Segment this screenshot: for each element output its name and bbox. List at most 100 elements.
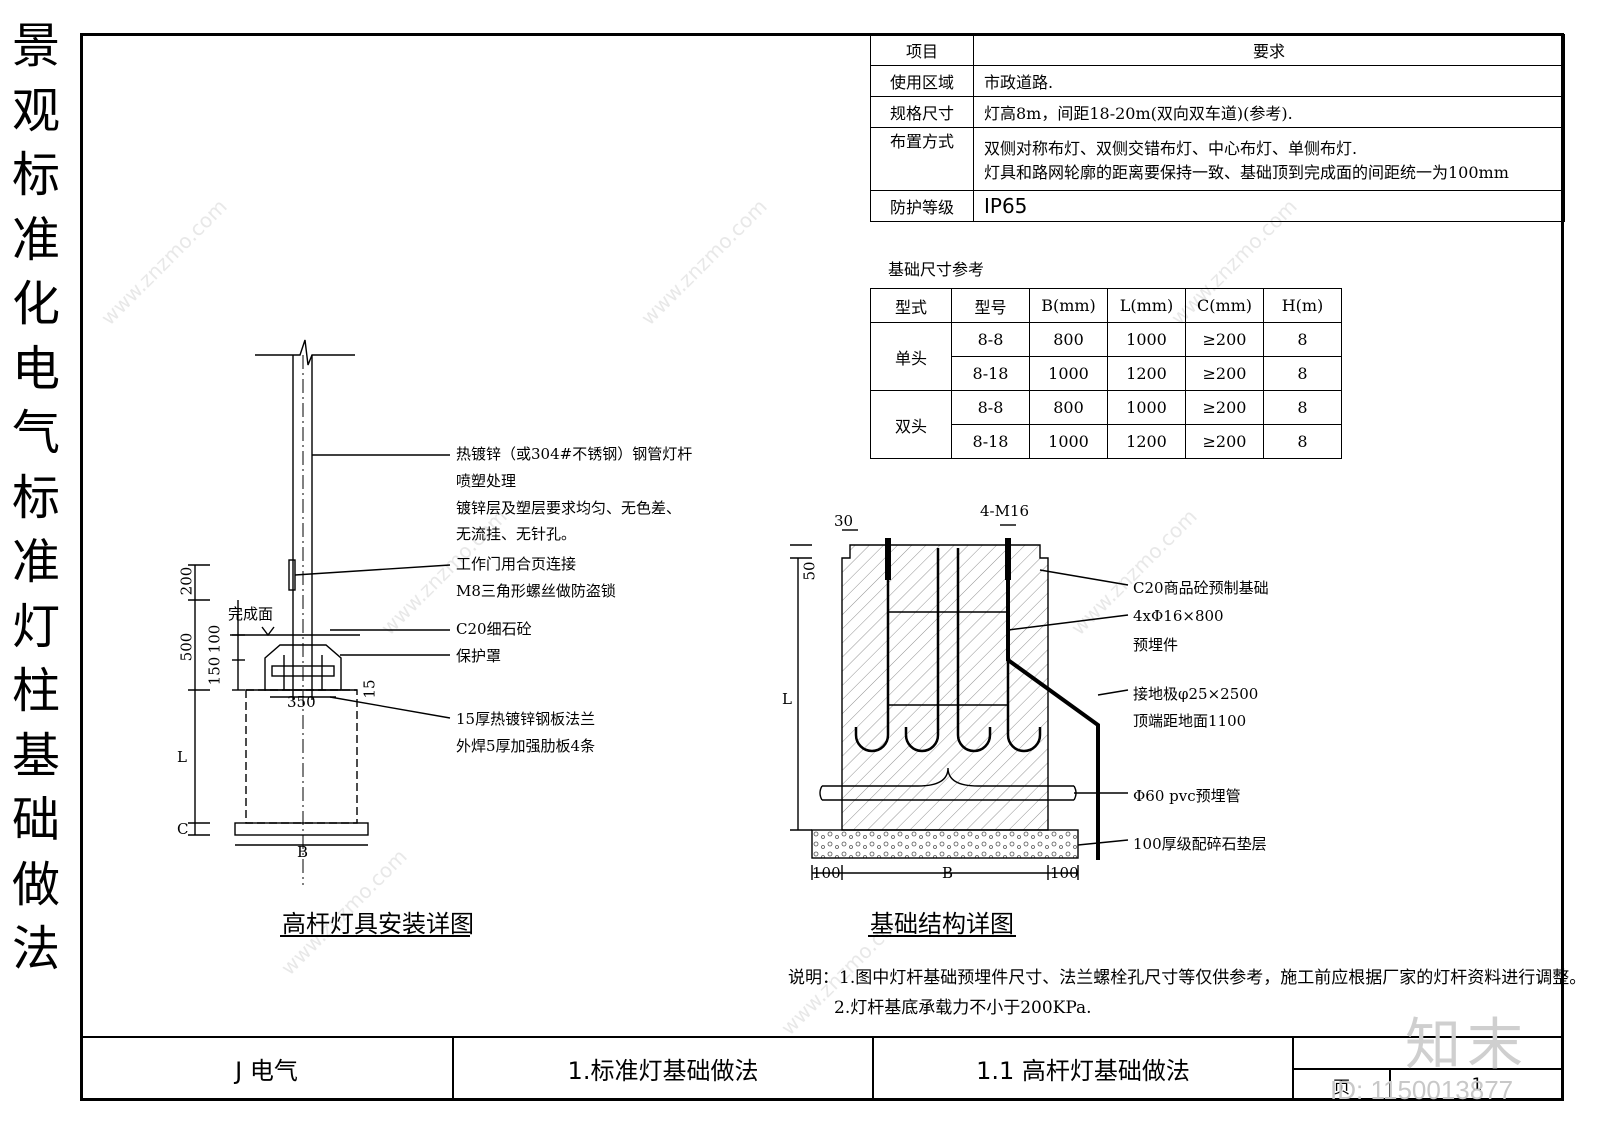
callout-text: 工作门用合页连接 — [456, 555, 577, 573]
table-header-row: 型式 型号 B(mm) L(mm) C(mm) H(m) — [870, 288, 1342, 323]
dim-label: 4-M16 — [980, 502, 1030, 520]
callout-text: Φ60 pvc预埋管 — [1133, 787, 1241, 805]
side-title-char: 景 — [11, 18, 60, 74]
dim-label: L — [177, 748, 187, 766]
dim-label: 100 — [1050, 864, 1079, 882]
side-title-char: 准 — [11, 211, 60, 268]
dim-label: 30 — [834, 512, 854, 530]
foundation-size-table: 型式 型号 B(mm) L(mm) C(mm) H(m) 单头 8-8 800 … — [870, 288, 1342, 459]
side-title-char: 基 — [11, 727, 60, 784]
table-cell: 800 — [1029, 322, 1108, 357]
left-drawing-caption: 高杆灯具安装详图 — [282, 910, 474, 938]
table-cell: 8 — [1263, 356, 1342, 391]
type-cell: 双头 — [870, 390, 952, 459]
callout-text: 100厚级配碎石垫层 — [1133, 835, 1267, 853]
header-cell: L(mm) — [1107, 288, 1186, 323]
side-title-char: 化 — [11, 276, 60, 332]
callout-text: 预埋件 — [1133, 636, 1179, 654]
dim-label: L — [782, 690, 792, 708]
row-value: 灯高8m，间距18-20m(双向双车道)(参考). — [973, 96, 1565, 128]
caption-underline — [868, 935, 1016, 937]
side-title-char: 标 — [11, 469, 60, 526]
row-key: 使用区域 — [870, 65, 974, 97]
table-cell: ≥200 — [1185, 356, 1264, 391]
table-cell: 8-8 — [951, 322, 1030, 357]
table-cell: 1200 — [1107, 356, 1186, 391]
dim-label: B — [297, 843, 309, 861]
dim-label: 350 — [287, 693, 316, 711]
row-value: 市政道路. — [973, 65, 1565, 97]
page-label: 页 — [1333, 1077, 1350, 1098]
side-title-char: 电 — [11, 340, 60, 397]
dim-label: 100 — [812, 864, 841, 882]
table-cell: ≥200 — [1185, 390, 1264, 425]
side-title: 景 观 标 准 化 电 气 标 准 灯 柱 基 础 做 法 — [8, 14, 64, 982]
table-cell: 8 — [1263, 390, 1342, 425]
table-row: 布置方式 双侧对称布灯、双侧交错布灯、中心布灯、单侧布灯. 灯具和路网轮廓的距离… — [870, 127, 1565, 191]
table-header-row: 项目 要求 — [870, 34, 1565, 66]
table-cell: 1000 — [1029, 424, 1108, 459]
table-cell: 1000 — [1107, 322, 1186, 357]
dim-label: B — [942, 864, 954, 882]
table-row: 使用区域 市政道路. — [870, 65, 1565, 97]
table-cell: 8-18 — [951, 424, 1030, 459]
table-row: 防护等级 IP65 — [870, 190, 1565, 222]
header-cell: 型号 — [951, 288, 1030, 323]
table-cell: 8 — [1263, 424, 1342, 459]
side-title-char: 灯 — [11, 598, 60, 655]
callout-text: 喷塑处理 — [456, 472, 517, 490]
table-cell: ≥200 — [1185, 424, 1264, 459]
callout-text: 接地极φ25×2500 — [1133, 685, 1259, 703]
callout-text: M8三角形螺丝做防盗锁 — [456, 582, 616, 600]
note-line-1: 说明：1.图中灯杆基础预埋件尺寸、法兰螺栓孔尺寸等仅供参考，施工前应根据厂家的灯… — [788, 968, 1587, 988]
dim-label: C — [177, 820, 189, 838]
dim-label: 50 — [800, 561, 819, 581]
callout-text: 15厚热镀锌钢板法兰 — [456, 710, 596, 728]
table-row: 8-18 1000 1200 ≥200 8 — [871, 356, 1342, 391]
drawing-frame — [80, 33, 1564, 1101]
side-title-char: 气 — [11, 405, 60, 461]
page-number: 1 — [1471, 1075, 1483, 1095]
callout-text: 保护罩 — [456, 647, 502, 665]
side-title-char: 标 — [11, 147, 60, 203]
table-cell: 1000 — [1029, 356, 1108, 391]
title-block: J 电气 1.标准灯基础做法 1.1 高杆灯基础做法 页 1 — [80, 1036, 1564, 1101]
side-title-char: 准 — [11, 534, 60, 590]
table-cell: ≥200 — [1185, 322, 1264, 357]
callout-text: C20商品砼预制基础 — [1133, 579, 1269, 597]
row-value-line: 双侧对称布灯、双侧交错布灯、中心布灯、单侧布灯. — [984, 139, 1358, 158]
table-row: 规格尺寸 灯高8m，间距18-20m(双向双车道)(参考). — [870, 96, 1565, 128]
row-value: IP65 — [973, 190, 1565, 222]
note-line-2: 2.灯杆基底承载力不小于200KPa. — [834, 998, 1092, 1018]
title-block-drawing-name: 1.1 高杆灯基础做法 — [976, 1057, 1190, 1085]
callout-text: 4xΦ16×800 — [1133, 607, 1224, 625]
requirements-table: 项目 要求 使用区域 市政道路. 规格尺寸 灯高8m，间距18-20m(双向双车… — [870, 34, 1565, 222]
side-title-char: 做 — [11, 856, 60, 913]
table-row: 8-18 1000 1200 ≥200 8 — [871, 424, 1342, 459]
callout-text: C20细石砼 — [456, 620, 532, 638]
title-block-section: 1.标准灯基础做法 — [567, 1057, 759, 1085]
foundation-table-caption: 基础尺寸参考 — [888, 260, 985, 279]
image-id-text: ID: 1150013877 — [1330, 1075, 1514, 1105]
callout-text: 无流挂、无针孔。 — [456, 525, 577, 543]
site-logo: 知末 — [1405, 1013, 1529, 1078]
header-cell: C(mm) — [1185, 288, 1264, 323]
title-block-lines — [80, 1036, 1564, 1101]
title-block-discipline: J 电气 — [235, 1057, 298, 1085]
row-key: 防护等级 — [870, 190, 974, 222]
side-title-char: 柱 — [11, 663, 60, 719]
right-drawing-caption: 基础结构详图 — [870, 910, 1014, 938]
finish-surface-label: 完成面 — [228, 605, 274, 623]
table-cell: 8-18 — [951, 356, 1030, 391]
header-cell: 要求 — [973, 34, 1565, 66]
callout-text: 外焊5厚加强肋板4条 — [456, 737, 596, 755]
caption-underline — [280, 935, 470, 937]
callout-text: 热镀锌（或304#不锈钢）钢管灯杆 — [456, 445, 693, 463]
row-value: 双侧对称布灯、双侧交错布灯、中心布灯、单侧布灯. 灯具和路网轮廓的距离要保持一致… — [973, 127, 1565, 191]
side-title-char: 观 — [11, 82, 60, 139]
callout-text: 顶端距地面1100 — [1133, 712, 1247, 730]
table-cell: 1200 — [1107, 424, 1186, 459]
side-title-char: 法 — [11, 921, 60, 977]
